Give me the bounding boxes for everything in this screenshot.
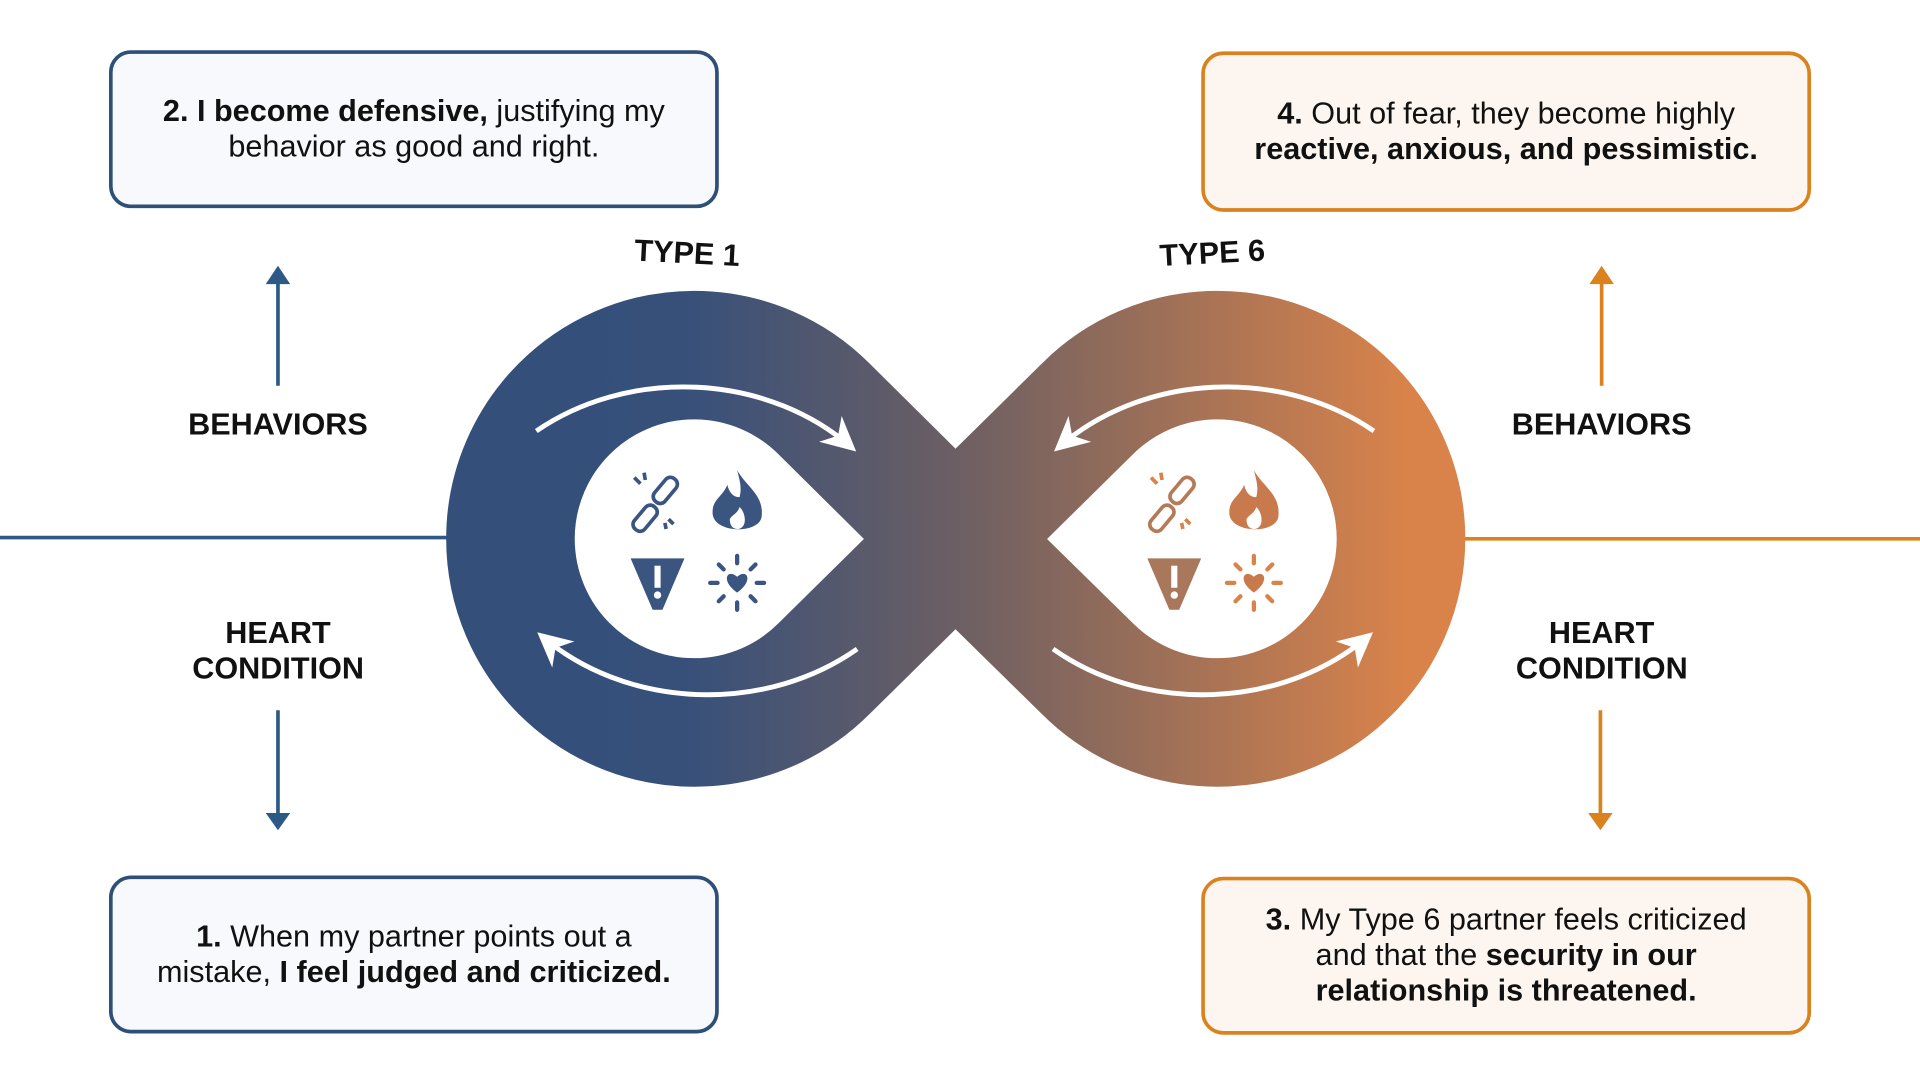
cycle-arrow-left-bottom [537, 632, 859, 698]
type-6-label: TYPE 6 [1158, 233, 1266, 274]
step-number: 1. [196, 918, 222, 954]
step-bold-text: I feel judged and criticized. [279, 954, 671, 989]
cycle-arrow-left-top [534, 384, 857, 452]
box-step-2: 2. I become defensive, justifying my beh… [108, 50, 719, 209]
box-step-3: 3. My Type 6 partner feels criticized an… [1201, 876, 1812, 1035]
broken-chain-icon [1147, 472, 1196, 534]
warning-shield-icon [1147, 558, 1202, 610]
flame-icon [1229, 470, 1279, 530]
step-number: 2. [162, 93, 189, 128]
infinity-loop [446, 290, 1466, 787]
label-heart-condition-right: HEART CONDITION [1515, 615, 1688, 686]
type-1-label: TYPE 1 [633, 233, 741, 274]
flame-icon [712, 470, 762, 530]
cycle-arrow-right-top [1054, 384, 1376, 452]
label-behaviors-right: BEHAVIORS [1511, 407, 1692, 443]
step-text: Out of fear, they become highly [1302, 96, 1736, 131]
arrow-up-right [1589, 265, 1614, 386]
arrow-down-right [1588, 710, 1613, 831]
broken-chain-icon [631, 472, 680, 534]
heart-burst-icon [708, 553, 767, 612]
step-text: When my partner points out a mistake, [157, 918, 632, 989]
box-step-1: 1. When my partner points out a mistake,… [108, 875, 719, 1034]
step-number: 3. [1265, 902, 1292, 937]
cycle-arrow-right-bottom [1051, 632, 1373, 698]
step-text: justifying my behavior as good and right… [228, 93, 665, 164]
arrow-down-left [265, 710, 291, 831]
label-heart-condition-left: HEART CONDITION [192, 615, 365, 686]
step-bold-text: reactive, anxious, and pessimistic. [1254, 131, 1758, 166]
step-number: 4. [1277, 96, 1303, 131]
heart-burst-icon [1224, 553, 1283, 612]
label-behaviors-left: BEHAVIORS [188, 407, 368, 443]
box-step-4: 4. Out of fear, they become highly react… [1201, 51, 1812, 212]
arrow-up-left [265, 265, 291, 386]
step-text: My Type 6 partner feels criticized and t… [1291, 902, 1747, 973]
warning-shield-icon [630, 558, 685, 610]
step-bold-text: security in our relationship is threaten… [1315, 937, 1697, 1008]
step-bold-text: I become defensive, [188, 93, 488, 128]
